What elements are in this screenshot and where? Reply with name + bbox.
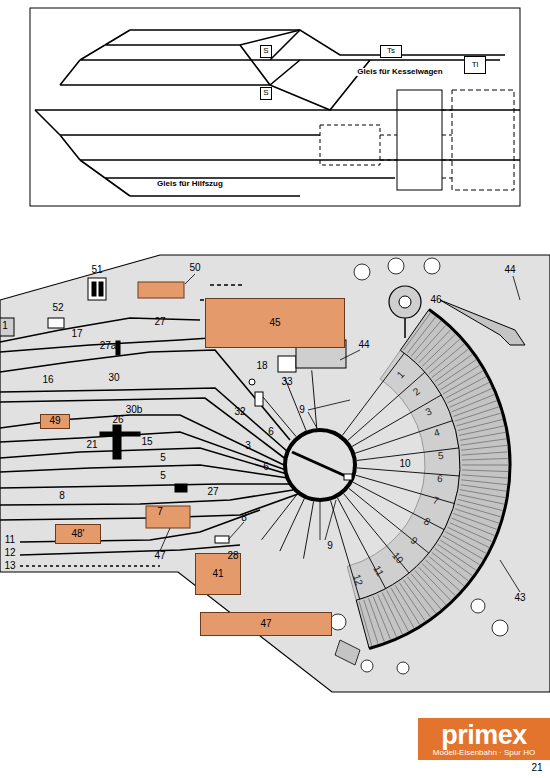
node-label: S	[263, 89, 268, 97]
node-label: Tl	[472, 61, 479, 69]
turntable	[285, 430, 355, 500]
callout-number: 16	[42, 375, 53, 385]
callout-number: 9	[299, 405, 305, 415]
callout-number: 33	[281, 377, 292, 387]
callout-number: 30	[108, 373, 119, 383]
node-label: S	[263, 47, 268, 55]
water-tower-top	[399, 296, 411, 308]
turntable-bridge	[292, 452, 350, 478]
node-label: 49	[49, 416, 60, 427]
leader-lines	[160, 274, 520, 592]
stall-number: 6	[437, 473, 444, 484]
track-label: Gleis für Hilfszug	[156, 180, 224, 188]
roundhouse-roof	[356, 309, 510, 648]
callout-number: 27a	[100, 341, 117, 351]
callout-number: 10	[399, 459, 410, 469]
signal-box: Ts	[380, 45, 402, 58]
building: 49	[40, 414, 70, 429]
callout-number: 11	[5, 535, 15, 545]
layout-ground	[0, 255, 550, 692]
callout-number: 30b	[126, 405, 143, 415]
callout-number: 6	[263, 462, 269, 472]
node-label: primex	[441, 721, 527, 749]
stall-number: 5	[437, 451, 443, 461]
callout-number: 6	[268, 427, 274, 437]
turntable-cabin	[344, 474, 352, 480]
callout-number: 8	[59, 491, 65, 501]
callout-number: 47	[154, 551, 165, 561]
shed-annex	[335, 640, 360, 665]
callout-number: 15	[141, 437, 152, 447]
water-crane	[404, 318, 406, 338]
callout-number: 44	[358, 340, 369, 350]
building: 47	[200, 612, 332, 636]
callout-number: 51	[91, 265, 102, 275]
signal-box: S	[260, 45, 272, 58]
callout-number: 32	[234, 407, 245, 417]
callout-number: 50	[189, 263, 200, 273]
callout-number: 12	[4, 548, 15, 558]
roundhouse-wall	[369, 309, 510, 648]
callout-number: 27	[154, 317, 165, 327]
callout-number: 52	[52, 303, 63, 313]
node-label: 41	[212, 569, 223, 580]
callout-number: 1	[2, 321, 8, 331]
node-label: 45	[269, 318, 280, 329]
callout-number: 9	[327, 541, 333, 551]
callout-number: 13	[4, 561, 15, 571]
track-label: Gleis für Kesselwagen	[356, 68, 443, 76]
node-label: Ts	[387, 47, 395, 55]
callout-number: 5	[160, 453, 166, 463]
brand-logo: primexModell-Eisenbahn · Spur HO	[418, 718, 550, 760]
radial-tracks	[259, 353, 460, 599]
node-subtitle: Modell-Eisenbahn · Spur HO	[433, 749, 535, 757]
roof-hatching	[359, 313, 508, 646]
callout-number: 18	[256, 361, 267, 371]
callout-number: 3	[245, 441, 251, 451]
callout-number: 21	[86, 440, 97, 450]
callout-number: 7	[157, 507, 163, 517]
callout-number: 43	[514, 593, 525, 603]
building: 48'	[55, 524, 101, 544]
building: 45	[205, 298, 345, 348]
callout-number: 5	[160, 471, 166, 481]
callout-number: 46	[430, 295, 441, 305]
water-tower	[389, 286, 421, 318]
schematic-frame	[30, 8, 520, 206]
callout-number: 28	[227, 551, 238, 561]
shed-extension	[440, 300, 525, 345]
signal-box: Tl	[464, 56, 486, 74]
node-label: 47	[260, 619, 271, 630]
node-label: 48'	[71, 529, 84, 540]
callout-number: 8	[241, 513, 247, 523]
callout-number: 17	[71, 329, 82, 339]
signal-box: S	[260, 87, 272, 100]
schematic-tracks	[35, 30, 520, 196]
callout-number: 44	[504, 265, 515, 275]
callout-number: 26	[112, 415, 123, 425]
track-details	[0, 278, 346, 543]
schematic-buildings	[320, 90, 514, 190]
callout-number: 21	[531, 763, 542, 773]
callout-number: 27	[207, 487, 218, 497]
